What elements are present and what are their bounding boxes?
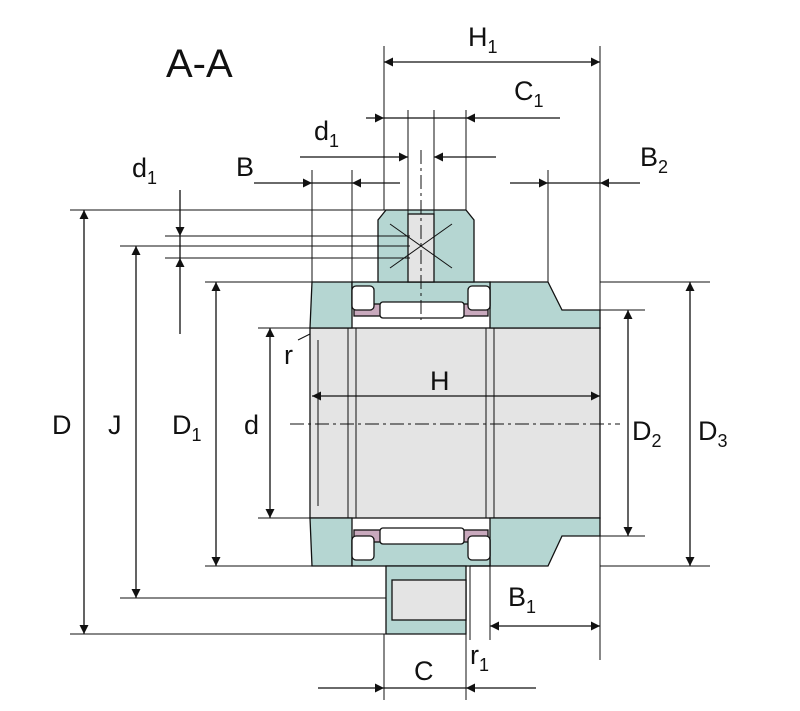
bottom-stud: [391, 579, 467, 621]
label-d: d: [244, 410, 259, 440]
label-d1-left: d1: [132, 153, 157, 188]
side-roller-top-left: [351, 285, 375, 311]
label-J: J: [108, 410, 122, 440]
housing-bottom-left: [309, 517, 353, 567]
label-B1: B1: [508, 582, 536, 617]
housing-top-left: [309, 281, 353, 329]
housing-bottom-right: [489, 517, 601, 567]
top-pin: [407, 213, 435, 283]
housing-top-right: [489, 281, 601, 329]
label-r: r: [284, 340, 293, 370]
needle-roller-bottom: [379, 527, 465, 545]
bearing-body: [309, 209, 601, 635]
inner-ring: [309, 327, 601, 519]
side-roller-top-right: [467, 285, 491, 311]
label-D1: D1: [172, 410, 202, 445]
extension-lines: [70, 46, 710, 700]
label-B: B: [236, 152, 254, 182]
label-D: D: [52, 410, 72, 440]
label-C1: C1: [514, 76, 544, 111]
label-H1: H1: [468, 22, 498, 57]
label-C: C: [414, 656, 434, 686]
side-roller-bottom-right: [467, 535, 491, 561]
label-r1: r1: [470, 640, 489, 675]
needle-roller-top: [379, 301, 465, 319]
label-H: H: [430, 366, 450, 396]
dimension-lines: [79, 57, 695, 693]
dimension-labels: A-A H1 C1 d1 d1 B B2 r H D J D1 d D2 D3 …: [52, 22, 728, 686]
label-B2: B2: [640, 142, 668, 177]
section-title: A-A: [166, 42, 233, 86]
label-D3: D3: [698, 416, 728, 451]
label-d1-top: d1: [314, 116, 339, 151]
side-roller-bottom-left: [351, 535, 375, 561]
label-D2: D2: [632, 416, 662, 451]
center-lines: [290, 150, 620, 425]
